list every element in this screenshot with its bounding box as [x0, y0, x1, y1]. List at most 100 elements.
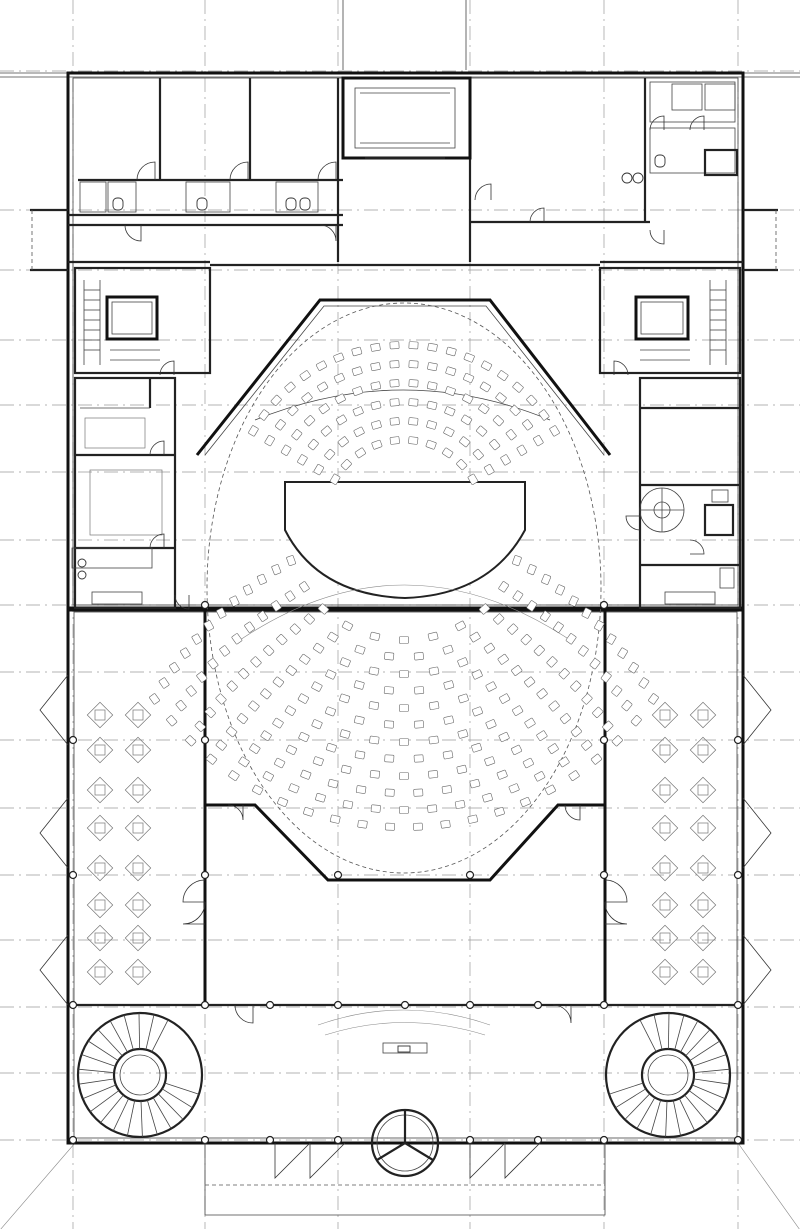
seat: [313, 464, 325, 476]
stair-tread: [691, 1084, 726, 1100]
foyer-table-top: [659, 709, 671, 721]
seat: [270, 600, 282, 612]
seat: [248, 425, 259, 437]
seat: [592, 706, 604, 718]
foyer-table-top: [94, 709, 106, 721]
seat: [216, 607, 227, 619]
seat: [337, 436, 349, 448]
seat: [553, 621, 564, 633]
stair-tread: [151, 1019, 169, 1052]
stair-tread: [109, 1020, 128, 1053]
seat: [508, 783, 520, 794]
seat: [547, 743, 559, 754]
stair-tread: [693, 1078, 730, 1085]
seat: [408, 341, 419, 350]
seat: [301, 392, 313, 404]
stair-tread: [639, 1019, 657, 1052]
foyer-table-top: [659, 744, 671, 756]
seat: [325, 706, 336, 717]
seat: [456, 764, 468, 774]
foyer-table: [689, 891, 717, 919]
seat: [320, 425, 332, 437]
seat: [384, 720, 394, 729]
entrance-canopy: [204, 1143, 606, 1216]
seat: [215, 693, 227, 705]
stair-tread: [97, 1029, 123, 1057]
column: [333, 1000, 343, 1010]
column: [533, 1135, 543, 1145]
auditorium: [75, 298, 740, 1007]
seat: [288, 783, 300, 794]
stair-tread: [140, 1100, 143, 1138]
column: [599, 600, 609, 610]
seat: [544, 784, 556, 796]
stair-tread: [78, 1068, 115, 1073]
seat: [568, 595, 579, 607]
seat: [285, 665, 297, 676]
seat: [317, 603, 330, 615]
foyer-tables: [86, 701, 717, 986]
foyer-table: [124, 701, 152, 729]
seat: [272, 676, 284, 688]
seat: [589, 658, 601, 670]
structural-columns: [68, 600, 743, 1145]
stair-tread: [688, 1090, 719, 1113]
seat: [414, 686, 425, 695]
seat: [630, 715, 642, 727]
stair-tread: [689, 1040, 721, 1062]
column: [465, 870, 475, 880]
seat: [485, 681, 497, 692]
seat: [628, 662, 639, 674]
foyer-table: [124, 924, 152, 952]
seat: [495, 392, 507, 404]
stair-tread: [692, 1054, 727, 1067]
seat: [341, 620, 354, 632]
seat: [327, 778, 339, 789]
foyer-table-top: [132, 784, 144, 796]
seat: [512, 555, 522, 567]
seat: [511, 665, 523, 676]
seat: [570, 680, 582, 692]
seat: [533, 644, 545, 657]
seat: [469, 778, 481, 789]
foyer-table: [124, 736, 152, 764]
seat: [611, 685, 623, 697]
seat: [469, 631, 481, 643]
seat: [205, 753, 218, 765]
seat: [333, 352, 345, 363]
foyer-table: [86, 891, 114, 919]
seat: [541, 573, 552, 585]
seat: [408, 360, 419, 369]
foyer-table-top: [659, 784, 671, 796]
seat: [399, 738, 409, 746]
foyer-table: [651, 891, 679, 919]
foyer-table-top: [132, 862, 144, 874]
seat: [648, 693, 659, 705]
stair-tread: [100, 1094, 124, 1124]
seat: [399, 670, 409, 678]
seat: [427, 631, 439, 641]
seat: [149, 693, 160, 705]
foyer-table: [86, 958, 114, 986]
seat: [512, 590, 524, 602]
seat: [498, 581, 510, 593]
reception-desk: [317, 1009, 491, 1054]
seat: [252, 784, 264, 796]
column: [599, 1000, 609, 1010]
seat: [482, 792, 493, 803]
seat: [602, 720, 614, 732]
seat: [570, 726, 582, 738]
seat: [440, 819, 451, 829]
seat: [443, 715, 454, 725]
seat: [549, 425, 560, 437]
seat: [467, 473, 479, 485]
seat: [263, 644, 275, 657]
stair-tread: [672, 1100, 681, 1136]
seat: [334, 393, 346, 404]
seat: [526, 600, 538, 612]
seat: [472, 448, 484, 461]
seat: [483, 642, 495, 654]
foyer-table-top: [697, 966, 709, 978]
seat: [180, 647, 191, 659]
foyer-table-top: [697, 822, 709, 834]
